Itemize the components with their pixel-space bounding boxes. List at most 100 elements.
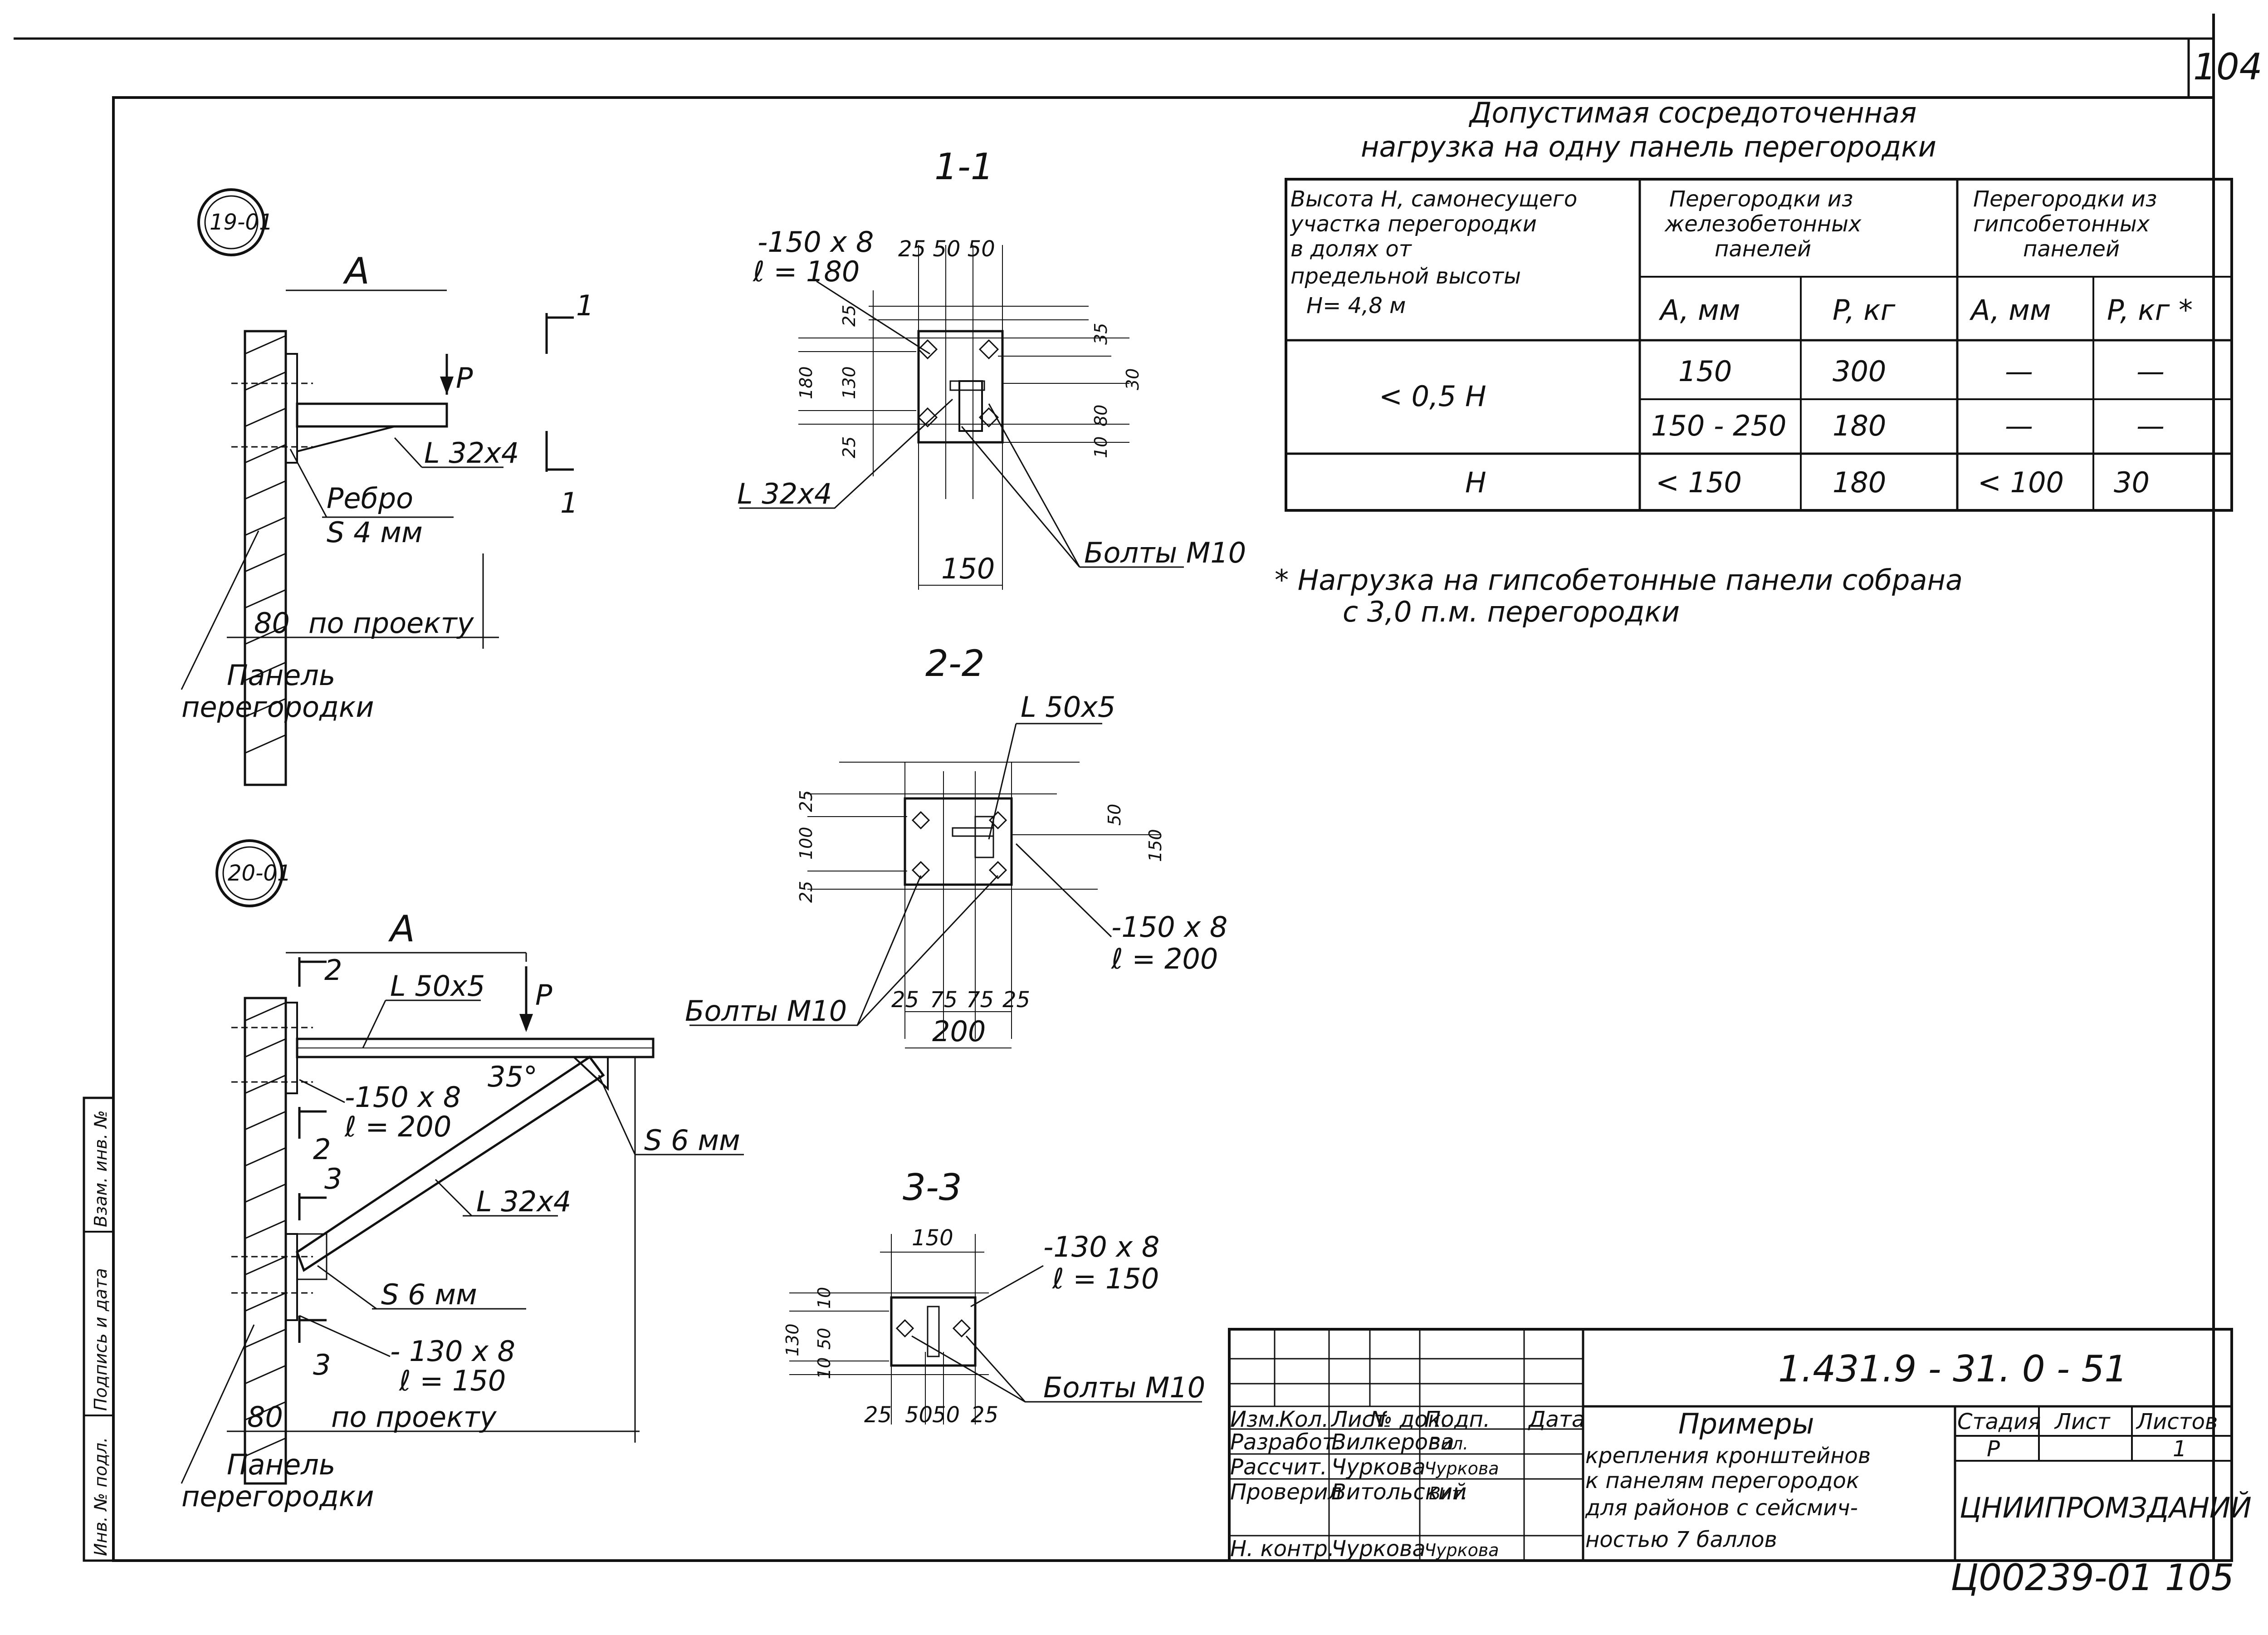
td-p-rc-1: 300 [1833,355,1886,388]
cut-3-top: 3 [324,1162,342,1195]
dim-A-19: A [342,250,370,292]
dim-80-19: 80 [254,607,290,640]
role-developer: Разработ. [1230,1429,1342,1455]
th-height-1: Высота H, самонесущего [1290,186,1577,212]
plate-label-20b: - 130 x 8 [390,1335,515,1368]
bolts-label-33: Болты M10 [1043,1371,1205,1404]
role-calc: Рассчит. [1230,1454,1327,1480]
th-list: Лист [1330,1407,1388,1432]
section-1-1: 1-1 -150 x 8 ℓ = 180 25 50 50 25 180 130… [737,146,1246,590]
footnote-line2: с 3,0 п.м. перегородки [1343,595,1680,628]
section-title-1-1: 1-1 [934,146,994,188]
dim-22-b3: 25 [1002,987,1030,1013]
th-a-rc: A, мм [1658,294,1740,327]
plate-len-33: ℓ = 150 [1052,1262,1159,1295]
dim-22-b0: 25 [891,987,919,1013]
angle-label-11: L 32x4 [737,477,832,510]
dim-22-r0: 50 [1105,804,1124,826]
td-p-rc-2: 180 [1833,409,1886,442]
title-line-1: Примеры [1678,1407,1814,1440]
node-20-01: 20-01 A P L 50x5 -150 x 8 ℓ = 200 35° S … [181,839,744,1513]
dim-22-r1: 150 [1145,829,1165,862]
load-P-19: P [456,362,473,395]
panel-label-20b: перегородки [181,1480,374,1513]
td-a-gyp-3: < 100 [1978,466,2064,499]
cut-1-bot: 1 [560,486,578,519]
cut-2-bot: 2 [313,1133,331,1166]
dim-11-r0: 35 [1091,323,1111,345]
sheet-number: 104 [2193,46,2263,88]
th-sheets: Листов [2136,1409,2218,1434]
heading-line2: нагрузка на одну панель перегородки [1361,130,1936,163]
mark-20-01: 20-01 [228,861,291,886]
dim-33-b1: 50 [905,1402,933,1428]
plate-len-22: ℓ = 200 [1111,942,1218,975]
th-height-5: H= 4,8 м [1306,293,1406,318]
dim-proj-19: по проекту [308,607,474,640]
side-inv: Инв. № подл. [91,1437,111,1556]
bolts-label-22: Болты M10 [685,994,847,1028]
panel-label-20a: Панель [227,1448,335,1481]
td-a-rc-1: 150 [1678,355,1732,388]
td-p-rc-3: 180 [1833,466,1886,499]
cut-2-top: 2 [324,954,342,987]
name-calc: Чуркова [1331,1454,1426,1480]
dim-11-l3: 25 [839,436,859,458]
name-check: Витольский [1331,1479,1466,1505]
th-rc-1: Перегородки из [1669,186,1853,212]
dim-33-l0: 10 [814,1287,834,1309]
sheet-frame [112,96,2215,1562]
plate-len-11: ℓ = 180 [753,255,860,288]
section-title-3-3: 3-3 [903,1166,962,1209]
dim-22-b2: 75 [966,987,994,1013]
dim-33-l2: 10 [814,1357,834,1379]
th-rc-2: железобетонных [1664,211,1862,237]
sign-check: Вит. [1429,1483,1467,1503]
title-line-3: к панелям перегородок [1585,1468,1859,1493]
th-ndok: № док. [1369,1407,1448,1432]
th-p-rc: P, кг [1833,294,1896,327]
th-stage: Стадия [1957,1409,2041,1434]
dim-11-r1: 30 [1123,368,1143,390]
dim-22-l1: 100 [796,827,816,860]
doc-code: 1.431.9 - 31. 0 - 51 [1778,1348,2127,1390]
dim-22-l2: 25 [796,881,816,903]
title-line-2: крепления кронштейнов [1585,1443,1871,1469]
panel-label-19a: Панель [227,659,335,692]
dim-proj-20: по проекту [331,1400,497,1434]
th-izm: Изм. [1230,1407,1281,1432]
brace-label-20: L 32x4 [476,1185,571,1218]
dim-80-20: 80 [247,1400,283,1434]
dim-33-l3: 130 [782,1323,802,1356]
td-p-gyp-2: — [2136,409,2165,442]
dim-A-20: A [388,908,415,950]
footnote-line1: * Нагрузка на гипсобетонные панели собра… [1275,563,1963,597]
td-p-gyp-1: — [2136,355,2165,388]
dim-22-b1: 75 [930,987,958,1013]
sign-norm: Чуркова [1424,1540,1499,1560]
th-gyp-1: Перегородки из [1973,186,2157,212]
th-kol: Кол. [1279,1407,1329,1432]
stage-value: Р [1987,1436,2000,1462]
role-check: Проверил [1230,1479,1342,1505]
plate-label-11: -150 x 8 [758,225,874,259]
plate-len-20a: ℓ = 200 [344,1110,451,1143]
th-a-gyp: A, мм [1969,294,2051,327]
td-a-rc-3: < 150 [1656,466,1742,499]
th-gyp-3: панелей [2023,236,2120,262]
angle-35-20: 35° [488,1060,538,1093]
load-P-20: P [535,979,552,1012]
title-block: 1.431.9 - 31. 0 - 51 Изм. Кол. Лист № до… [1228,1328,2252,1562]
name-norm: Чуркова [1331,1536,1426,1562]
td-a-rc-2: 150 - 250 [1651,409,1786,442]
role-norm: Н. контр. [1230,1536,1334,1562]
organization: ЦНИИПРОМЗДАНИЙ [1960,1491,2252,1524]
angle-top-20: L 50x5 [390,969,485,1003]
section-3-3: 3-3 150 10 50 10 130 -130 x 8 ℓ = 150 Бо… [782,1166,1205,1428]
angle-label-22: L 50x5 [1021,690,1115,724]
title-line-5: ностью 7 баллов [1585,1527,1777,1552]
plate-len-20b: ℓ = 150 [399,1364,506,1397]
plate-label-20a: -150 x 8 [345,1081,461,1114]
heading-line1: Допустимая сосредоточенная [1468,96,1916,129]
